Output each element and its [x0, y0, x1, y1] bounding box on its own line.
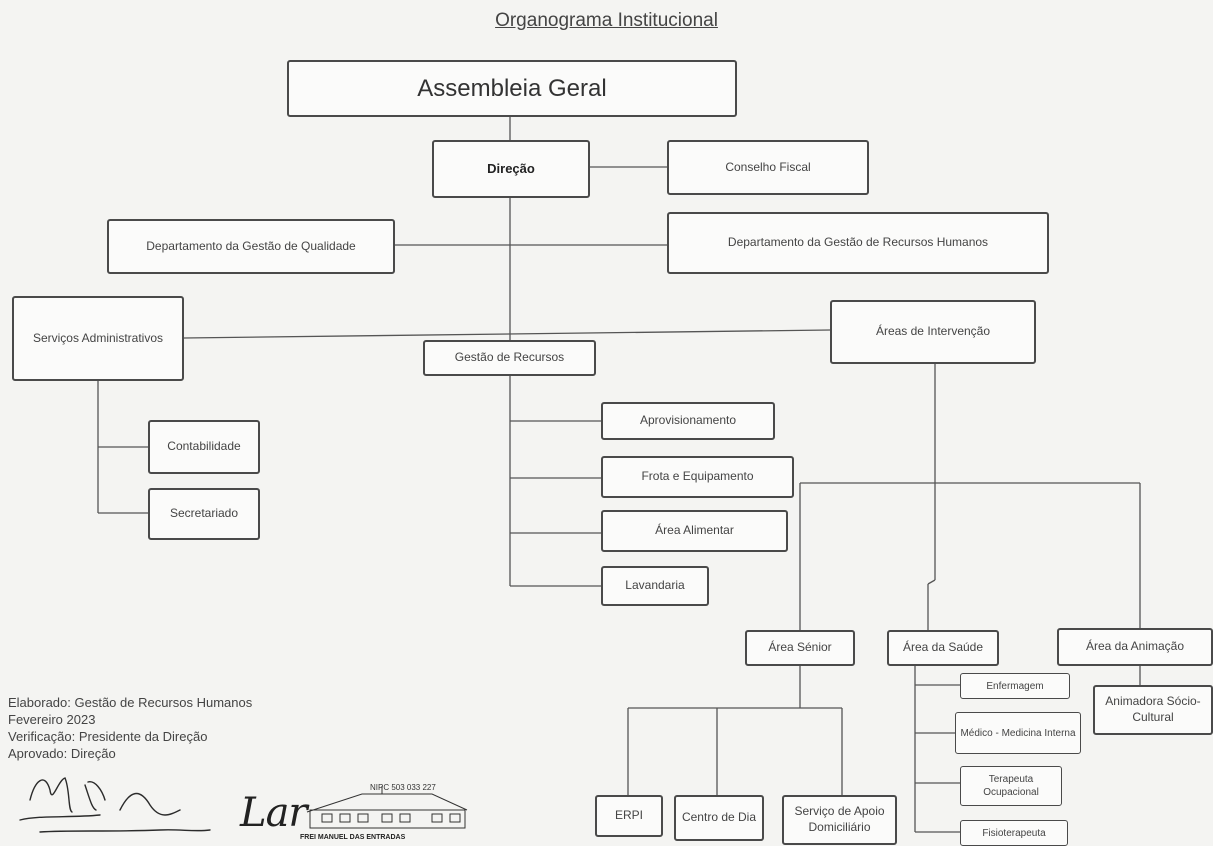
stamp-institution-name: FREI MANUEL DAS ENTRADAS: [300, 834, 406, 841]
footer-verificacao: Verificação: Presidente da Direção: [8, 729, 208, 744]
logo-wordmark: Lar: [240, 790, 308, 836]
node-area-senior: Área Sénior: [745, 630, 855, 666]
node-fisioterapeuta: Fisioterapeuta: [960, 820, 1068, 846]
node-contabilidade: Contabilidade: [148, 420, 260, 474]
node-aprovisionamento: Aprovisionamento: [601, 402, 775, 440]
node-area-alimentar: Área Alimentar: [601, 510, 788, 552]
node-servicos-administrativos: Serviços Administrativos: [12, 296, 184, 381]
node-servico-apoio-domiciliario: Serviço de Apoio Domiciliário: [782, 795, 897, 845]
node-enfermagem: Enfermagem: [960, 673, 1070, 699]
footer-date: Fevereiro 2023: [8, 712, 96, 727]
node-centro-dia: Centro de Dia: [674, 795, 764, 841]
node-secretariado: Secretariado: [148, 488, 260, 540]
node-dep-gestao-rh: Departamento da Gestão de Recursos Human…: [667, 212, 1049, 274]
node-frota-equipamento: Frota e Equipamento: [601, 456, 794, 498]
node-area-animacao: Área da Animação: [1057, 628, 1213, 666]
institution-logo-stamp: [306, 786, 468, 829]
footer-aprovado: Aprovado: Direção: [8, 746, 116, 761]
node-areas-intervencao: Áreas de Intervenção: [830, 300, 1036, 364]
node-erpi: ERPI: [595, 795, 663, 837]
node-terapeuta-ocupacional: Terapeuta Ocupacional: [960, 766, 1062, 806]
footer-approval-block: Elaborado: Gestão de Recursos Humanos Fe…: [8, 694, 252, 762]
page-title: Organograma Institucional: [495, 10, 718, 31]
node-animadora-socio-cultural: Animadora Sócio-Cultural: [1093, 685, 1213, 735]
node-area-saude: Área da Saúde: [887, 630, 999, 666]
node-medico-medicina-interna: Médico - Medicina Interna: [955, 712, 1081, 754]
node-conselho-fiscal: Conselho Fiscal: [667, 140, 869, 195]
stamp-nipc: NIPC 503 033 227: [370, 783, 436, 792]
signature-image: [19, 777, 211, 833]
footer-elaborado: Elaborado: Gestão de Recursos Humanos: [8, 695, 253, 710]
node-lavandaria: Lavandaria: [601, 566, 709, 606]
node-assembleia-geral: Assembleia Geral: [287, 60, 737, 117]
node-direcao: Direção: [432, 140, 590, 198]
node-gestao-recursos: Gestão de Recursos: [423, 340, 596, 376]
node-dep-gestao-qualidade: Departamento da Gestão de Qualidade: [107, 219, 395, 274]
